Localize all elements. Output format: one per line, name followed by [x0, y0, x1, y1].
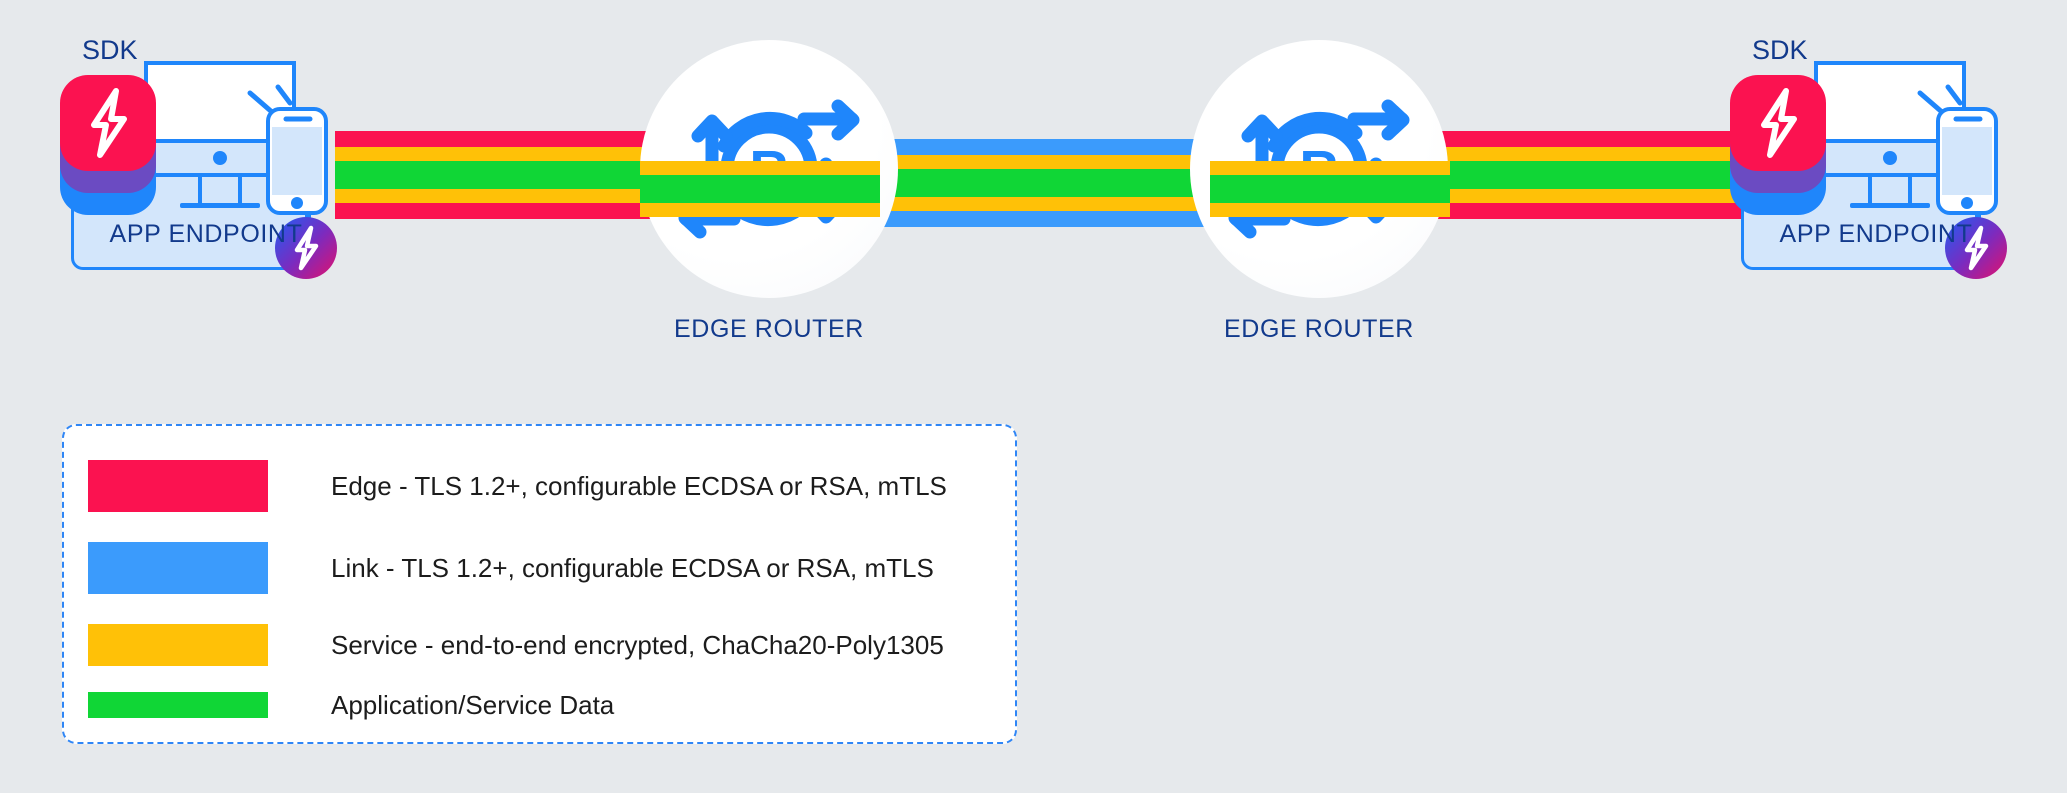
band-link-top: [860, 139, 1260, 155]
band-service-top: [1420, 147, 1780, 161]
pipe-router-link-segment: [860, 131, 1260, 227]
pipe-through-router-2: [1210, 161, 1450, 221]
sdk-label-right: SDK: [1752, 35, 1808, 65]
legend-swatch-service: [88, 624, 268, 666]
legend-label-data: Application/Service Data: [331, 689, 615, 720]
band-service-top: [860, 155, 1260, 169]
band-data: [1420, 161, 1780, 189]
legend-swatch-data: [88, 692, 268, 718]
legend-label-link: Link - TLS 1.2+, configurable ECDSA or R…: [331, 552, 934, 583]
band-service-top: [335, 147, 695, 161]
edge-router-label-1: EDGE ROUTER: [674, 315, 864, 343]
band-data: [640, 175, 880, 203]
monitor-and-phone-icon: [138, 57, 348, 232]
app-endpoint-left[interactable]: SDK: [60, 35, 400, 285]
legend-swatch-link: [88, 542, 268, 594]
band-service-bot: [1210, 203, 1450, 217]
app-endpoint-label-right: APP ENDPOINT: [1779, 220, 1973, 248]
legend-item-link: Link - TLS 1.2+, configurable ECDSA or R…: [88, 542, 988, 594]
legend-item-data: Application/Service Data: [88, 689, 988, 720]
sdk-stack-bolt-icon: [60, 75, 170, 225]
band-data: [1210, 175, 1450, 203]
sdk-tile-red: [60, 75, 156, 171]
app-endpoint-label-left: APP ENDPOINT: [109, 220, 303, 248]
band-service-bot: [640, 203, 880, 217]
band-edge-top: [1420, 131, 1780, 147]
band-service-top: [640, 161, 880, 175]
endpoint-connector-line-left: [305, 185, 308, 247]
ziti-bolt-badge-icon-left: [275, 217, 337, 279]
sdk-label-left: SDK: [82, 35, 138, 65]
pipe-left-edge-segment: [335, 131, 695, 219]
ziti-bolt-badge-icon-right: [1945, 217, 2007, 279]
legend-label-edge: Edge - TLS 1.2+, configurable ECDSA or R…: [331, 470, 947, 501]
sdk-stack-bolt-icon: [1730, 75, 1840, 225]
band-service-top: [1210, 161, 1450, 175]
band-service-bot: [335, 189, 695, 203]
legend-label-service: Service - end-to-end encrypted, ChaCha20…: [331, 629, 944, 660]
band-edge-bottom: [335, 203, 695, 219]
pipe-through-router-1: [640, 161, 880, 221]
monitor-and-phone-icon: [1808, 57, 2018, 232]
band-link-bottom: [860, 211, 1260, 227]
pipe-right-edge-segment: [1420, 131, 1780, 219]
band-edge-bottom: [1420, 203, 1780, 219]
legend-panel: Edge - TLS 1.2+, configurable ECDSA or R…: [62, 424, 1017, 744]
legend-swatch-edge: [88, 460, 268, 512]
edge-router-label-2: EDGE ROUTER: [1224, 315, 1414, 343]
band-data: [335, 161, 695, 189]
band-edge-top: [335, 131, 695, 147]
app-endpoint-right[interactable]: SDK: [1730, 35, 2067, 285]
legend-item-service: Service - end-to-end encrypted, ChaCha20…: [88, 624, 988, 666]
legend-item-edge: Edge - TLS 1.2+, configurable ECDSA or R…: [88, 460, 988, 512]
band-service-bot: [860, 197, 1260, 211]
endpoint-connector-line-right: [1975, 185, 1978, 247]
band-service-bot: [1420, 189, 1780, 203]
sdk-tile-red: [1730, 75, 1826, 171]
